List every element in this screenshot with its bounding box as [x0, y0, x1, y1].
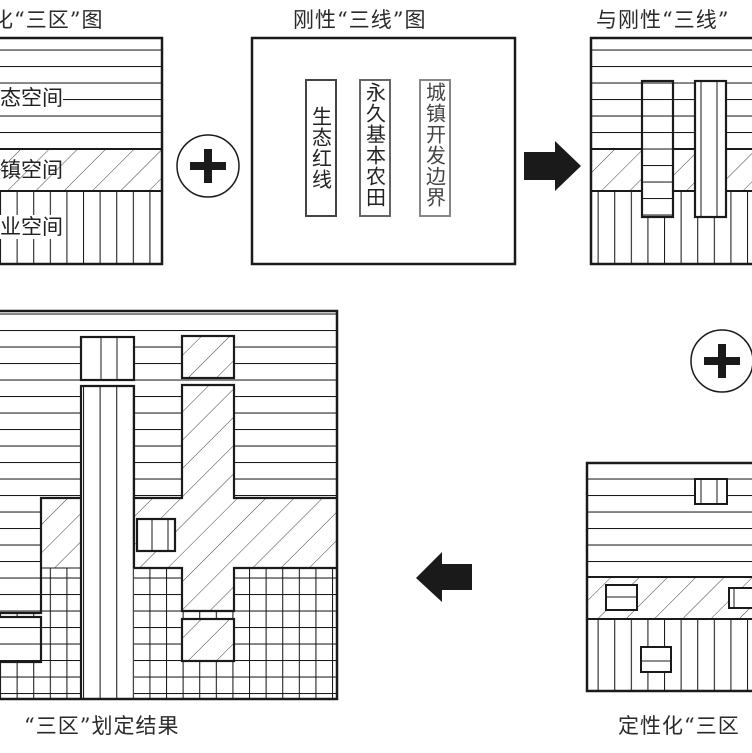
- patch-farmland-in-urban-right: [728, 587, 752, 609]
- caption-bottom-right: 定性化“三区: [618, 714, 740, 738]
- result-urban-block-top: [180, 334, 236, 380]
- patch-farmland-in-ecological: [694, 478, 728, 505]
- result-urban-left: [41, 498, 81, 568]
- plus-circle-icon: [176, 134, 240, 198]
- result-agricultural: [0, 568, 337, 699]
- label-ecological-redline: 生态红线: [308, 106, 333, 190]
- zone-label-ecological: 态空间: [0, 86, 63, 110]
- caption-top-left: 化“三区”图: [0, 8, 104, 32]
- panel-top-right: [589, 36, 752, 266]
- result-ecological-block: [0, 615, 43, 664]
- caption-top-middle: 刚性“三线”图: [293, 8, 427, 32]
- zone-label-urban: 镇空间: [0, 158, 63, 182]
- arrow-left-icon: [416, 552, 472, 602]
- panel-bottom-left: [0, 309, 339, 701]
- patch-ecological-in-agricultural: [640, 646, 672, 673]
- label-urban-boundary: 城镇开发边界: [422, 82, 447, 208]
- caption-bottom-left: “三区”划定结果: [24, 714, 180, 738]
- caption-top-right: 与刚性“三线”: [596, 8, 730, 32]
- result-farmland-column: [81, 386, 134, 699]
- overlay-permanent-farmland: [693, 79, 728, 219]
- plus-circle-icon: [690, 329, 752, 393]
- zone-urban: [0, 149, 162, 191]
- zone-label-agricultural: 业空间: [0, 215, 63, 239]
- arrow-right-icon: [524, 141, 581, 191]
- result-urban-block-bottom: [180, 617, 236, 663]
- label-permanent-farmland: 永久基本农田: [362, 82, 387, 208]
- panel-top-middle: [250, 36, 517, 266]
- overlay-ecological-redline: [642, 81, 673, 217]
- panel-bottom-right: [585, 461, 752, 693]
- patch-ecological-in-urban-left: [605, 584, 638, 611]
